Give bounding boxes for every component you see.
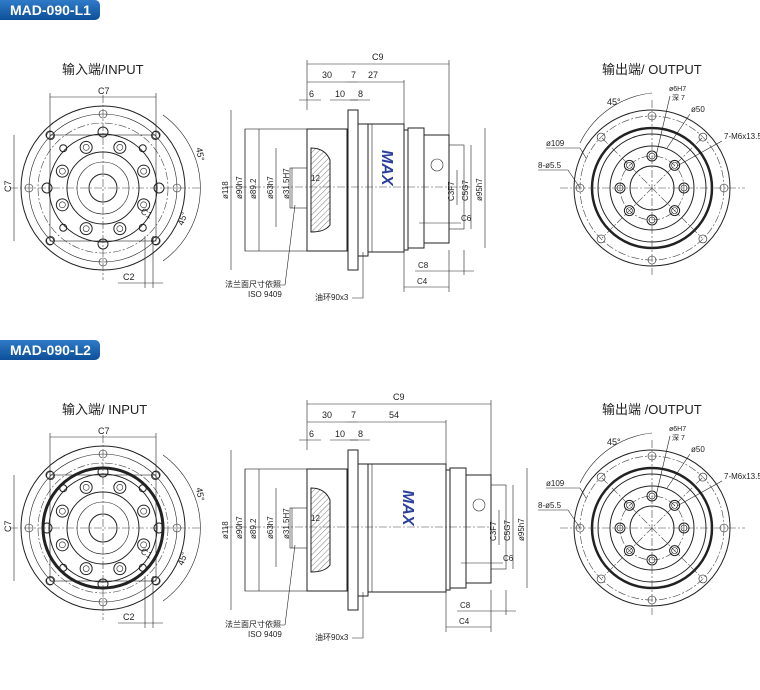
- dim-body-length: 54: [389, 410, 399, 420]
- dim-c8: C8: [460, 601, 471, 610]
- dim-out-d50: ø50: [691, 105, 705, 114]
- dim-c2: C2: [123, 272, 135, 282]
- output-title: 输出端/ OUTPUT: [602, 62, 702, 77]
- dim-10: 10: [335, 429, 345, 439]
- dim-8: 8: [358, 429, 363, 439]
- dim-angle-45-upper: 45°: [194, 147, 206, 163]
- dim-30: 30: [322, 410, 332, 420]
- dim-d31-5: ø31.5H7: [282, 508, 291, 539]
- dim-c7-top: C7: [98, 426, 110, 436]
- dim-angle-45-lower: 45°: [175, 210, 189, 227]
- input-title: 输入端/ INPUT: [62, 402, 147, 417]
- dim-c9: C9: [372, 52, 384, 62]
- dim-angle-45-upper: 45°: [194, 487, 206, 503]
- dim-d90: ø90h7: [235, 176, 244, 199]
- note-flange-standard: 法兰面尺寸依照: [225, 279, 281, 289]
- dim-angle-45-lower: 45°: [175, 550, 189, 567]
- dim-d89-2: ø89.2: [249, 178, 258, 199]
- note-oil-ring: 油环90x3: [315, 632, 349, 642]
- dim-7: 7: [351, 410, 356, 420]
- dim-c3: C3F7: [447, 181, 456, 201]
- dim-c5: C5G7: [503, 520, 512, 541]
- dim-out-45: 45°: [607, 97, 621, 107]
- dim-out-d109: ø109: [546, 479, 565, 488]
- note-iso-9409: ISO 9409: [248, 630, 282, 639]
- dim-c7-left: C7: [3, 520, 13, 532]
- dim-c8: C8: [418, 261, 429, 270]
- model-banner-l2: MAD-090-L2: [0, 340, 100, 360]
- dim-12: 12: [311, 174, 320, 183]
- dim-12: 12: [311, 514, 320, 523]
- model-banner-l1: MAD-090-L1: [0, 0, 100, 20]
- dim-7: 7: [351, 70, 356, 80]
- dim-d63: ø63h7: [266, 176, 275, 199]
- dim-d95: ø95h7: [517, 518, 526, 541]
- dim-c1: C1: [139, 546, 154, 560]
- dim-d118: ø118: [221, 521, 230, 539]
- dim-out-45: 45°: [607, 437, 621, 447]
- side-view: MAX C9 30 7 27 6 10 8 ø118 ø90h7 ø89.2 ø63h7 ø31.5H7…: [221, 52, 486, 302]
- dim-c4: C4: [417, 277, 428, 286]
- output-title: 输出端 /OUTPUT: [602, 402, 702, 417]
- dim-out-m6: 7-M6x13.5: [724, 132, 760, 141]
- dim-d90: ø90h7: [235, 516, 244, 539]
- dim-c5: C5G7: [461, 180, 470, 201]
- dim-c6: C6: [461, 214, 472, 223]
- dim-d63: ø63h7: [266, 516, 275, 539]
- dim-out-depth7: 深 7: [672, 433, 685, 442]
- dim-10: 10: [335, 89, 345, 99]
- note-oil-ring: 油环90x3: [315, 292, 349, 302]
- dim-c7-top: C7: [98, 86, 110, 96]
- dim-d118: ø118: [221, 181, 230, 199]
- dim-out-d109: ø109: [546, 139, 565, 148]
- note-flange-standard: 法兰面尺寸依照: [225, 619, 281, 629]
- dim-c2: C2: [123, 612, 135, 622]
- dim-c3: C3F7: [489, 521, 498, 541]
- dim-out-depth7: 深 7: [672, 93, 685, 102]
- dim-c1: C1: [139, 206, 154, 220]
- dim-8: 8: [358, 89, 363, 99]
- dim-c4: C4: [459, 617, 470, 626]
- dim-c6: C6: [503, 554, 514, 563]
- dim-6: 6: [309, 429, 314, 439]
- note-iso-9409: ISO 9409: [248, 290, 282, 299]
- input-title: 输入端/INPUT: [62, 62, 144, 77]
- dim-d95: ø95h7: [475, 178, 484, 201]
- max-logo: MAX: [378, 150, 395, 187]
- dim-out-8-d5-5: 8-ø5.5: [538, 161, 562, 170]
- dim-c7-left: C7: [3, 180, 13, 192]
- max-logo: MAX: [399, 490, 416, 527]
- dim-6: 6: [309, 89, 314, 99]
- side-view: MAX C9 30 7 54 6 10 8 ø118 ø90h7 ø89.2 ø63h7 ø31.5H7…: [221, 392, 528, 642]
- dim-out-d6h7: ø6H7: [669, 426, 686, 433]
- dim-out-8-d5-5: 8-ø5.5: [538, 501, 562, 510]
- dim-d31-5: ø31.5H7: [282, 168, 291, 199]
- dim-out-d6h7: ø6H7: [669, 86, 686, 93]
- dim-body-length: 27: [368, 70, 378, 80]
- dim-c9: C9: [393, 392, 405, 402]
- dim-out-m6: 7-M6x13.5: [724, 472, 760, 481]
- dim-30: 30: [322, 70, 332, 80]
- dim-out-d50: ø50: [691, 445, 705, 454]
- dim-d89-2: ø89.2: [249, 518, 258, 539]
